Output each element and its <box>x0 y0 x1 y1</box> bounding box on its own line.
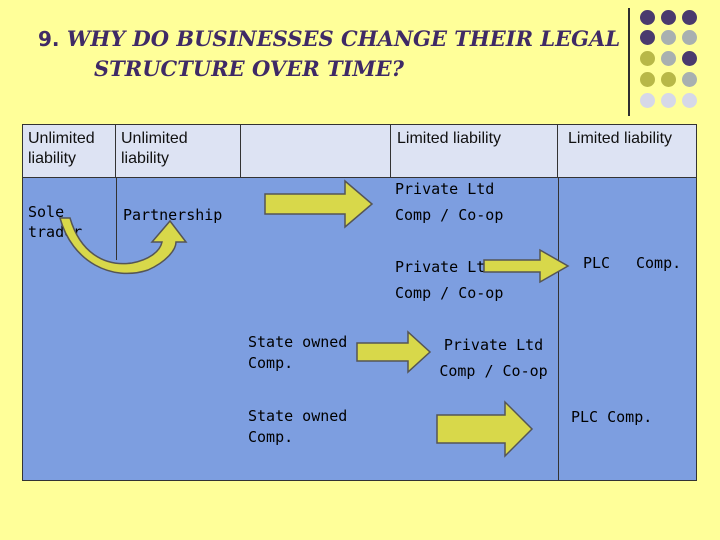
cell-plc-1: PLC <box>583 254 611 272</box>
decor-dot <box>661 30 676 45</box>
decor-dot <box>682 10 697 25</box>
cell-partnership: Partnership <box>123 206 223 224</box>
arrow-right-icon <box>483 248 570 284</box>
cell-plc-1-comp: Comp. <box>636 254 682 272</box>
cell-state-owned-1: State owned Comp. <box>248 333 348 372</box>
decor-dot <box>682 72 697 87</box>
decor-dot <box>640 10 655 25</box>
decor-divider <box>628 8 630 116</box>
cell-state-owned-2: State owned Comp. <box>248 407 348 446</box>
header-cell-3 <box>241 125 391 177</box>
column-divider <box>116 177 117 260</box>
cell-private-ltd-1: Private Ltd Comp / Co-op <box>395 180 504 224</box>
title-number: 9. <box>38 27 60 51</box>
decor-dot <box>640 93 655 108</box>
table-header: Unlimited liability Unlimited liability … <box>23 125 696 178</box>
arrow-right-icon <box>356 330 432 374</box>
decor-dot <box>682 30 697 45</box>
decor-dot <box>661 10 676 25</box>
title-line-1: WHY DO BUSINESSES CHANGE THEIR LEGAL <box>66 26 621 51</box>
decor-dot <box>682 93 697 108</box>
decor-dot <box>640 72 655 87</box>
title-line-2: STRUCTURE OVER TIME? <box>94 56 404 81</box>
header-cell-5: Limited liability <box>568 130 673 147</box>
header-cell-1: Unlimited liability <box>23 125 116 177</box>
cell-private-ltd-2: Private Ltd Comp / Co-op <box>395 258 504 302</box>
cell-private-ltd-3: Private Ltd Comp / Co-op <box>439 336 548 380</box>
cell-plc-2: PLC Comp. <box>571 408 653 426</box>
arrow-right-icon <box>436 400 534 458</box>
decor-dot <box>661 72 676 87</box>
header-cell-2: Unlimited liability <box>116 125 241 177</box>
decor-dot <box>640 30 655 45</box>
decor-dot <box>661 93 676 108</box>
arrow-right-icon <box>264 179 374 229</box>
header-cell-4: Limited liability <box>391 125 558 177</box>
decor-dot <box>682 51 697 66</box>
decor-dot <box>661 51 676 66</box>
curved-arrow-icon <box>59 217 188 275</box>
column-divider <box>558 177 559 480</box>
slide-title: 9. WHY DO BUSINESSES CHANGE THEIR LEGAL … <box>38 24 620 84</box>
structure-table: Unlimited liability Unlimited liability … <box>22 124 697 481</box>
decor-dot <box>640 51 655 66</box>
